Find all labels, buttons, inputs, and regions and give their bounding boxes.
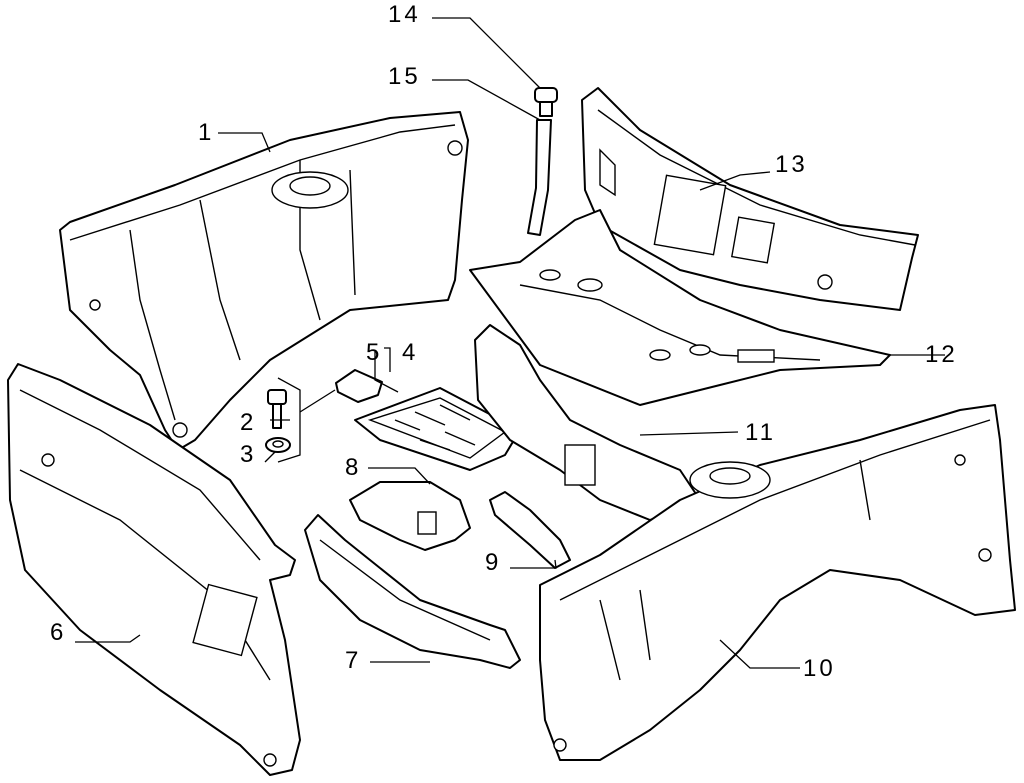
- part-10-right-wheelhouse[interactable]: [539, 404, 1016, 761]
- part-15-drain-tube[interactable]: [527, 119, 552, 236]
- part-1-left-wheelhouse[interactable]: [59, 111, 469, 451]
- part-5-battery-clamp[interactable]: [335, 369, 383, 403]
- part-13-cowl-panel[interactable]: [581, 87, 919, 311]
- part-7-front-side-member[interactable]: [304, 514, 521, 669]
- part-2-bolt[interactable]: [267, 389, 287, 429]
- callout-14: 14: [388, 1, 421, 28]
- callout-8: 8: [345, 454, 361, 481]
- callout-15: 15: [388, 63, 421, 90]
- part-8-bracket[interactable]: [349, 481, 471, 551]
- callout-13: 13: [775, 151, 808, 178]
- callout-labels: 1 2 3 4 5 6 7 8 9 10 11 12 13 14 15: [50, 1, 958, 682]
- part-6-front-panel[interactable]: [7, 363, 301, 776]
- part-3-washer[interactable]: [265, 437, 291, 453]
- part-9-support-bracket[interactable]: [489, 491, 571, 569]
- callout-9: 9: [485, 549, 501, 576]
- leader-lines: [75, 17, 945, 669]
- callout-6: 6: [50, 619, 66, 646]
- callout-3: 3: [240, 441, 256, 468]
- callout-7: 7: [345, 647, 361, 674]
- callout-5: 5: [366, 339, 382, 366]
- callout-12: 12: [925, 341, 958, 368]
- callout-10: 10: [803, 655, 836, 682]
- part-4-battery-tray[interactable]: [354, 387, 521, 471]
- part-11-side-member-inner[interactable]: [474, 324, 701, 521]
- callout-4: 4: [402, 339, 418, 366]
- callout-11: 11: [745, 419, 776, 446]
- callout-2: 2: [240, 409, 256, 436]
- part-14-plug[interactable]: [534, 87, 558, 117]
- callout-1: 1: [198, 119, 214, 146]
- part-12-dash-lower-panel[interactable]: [469, 209, 891, 406]
